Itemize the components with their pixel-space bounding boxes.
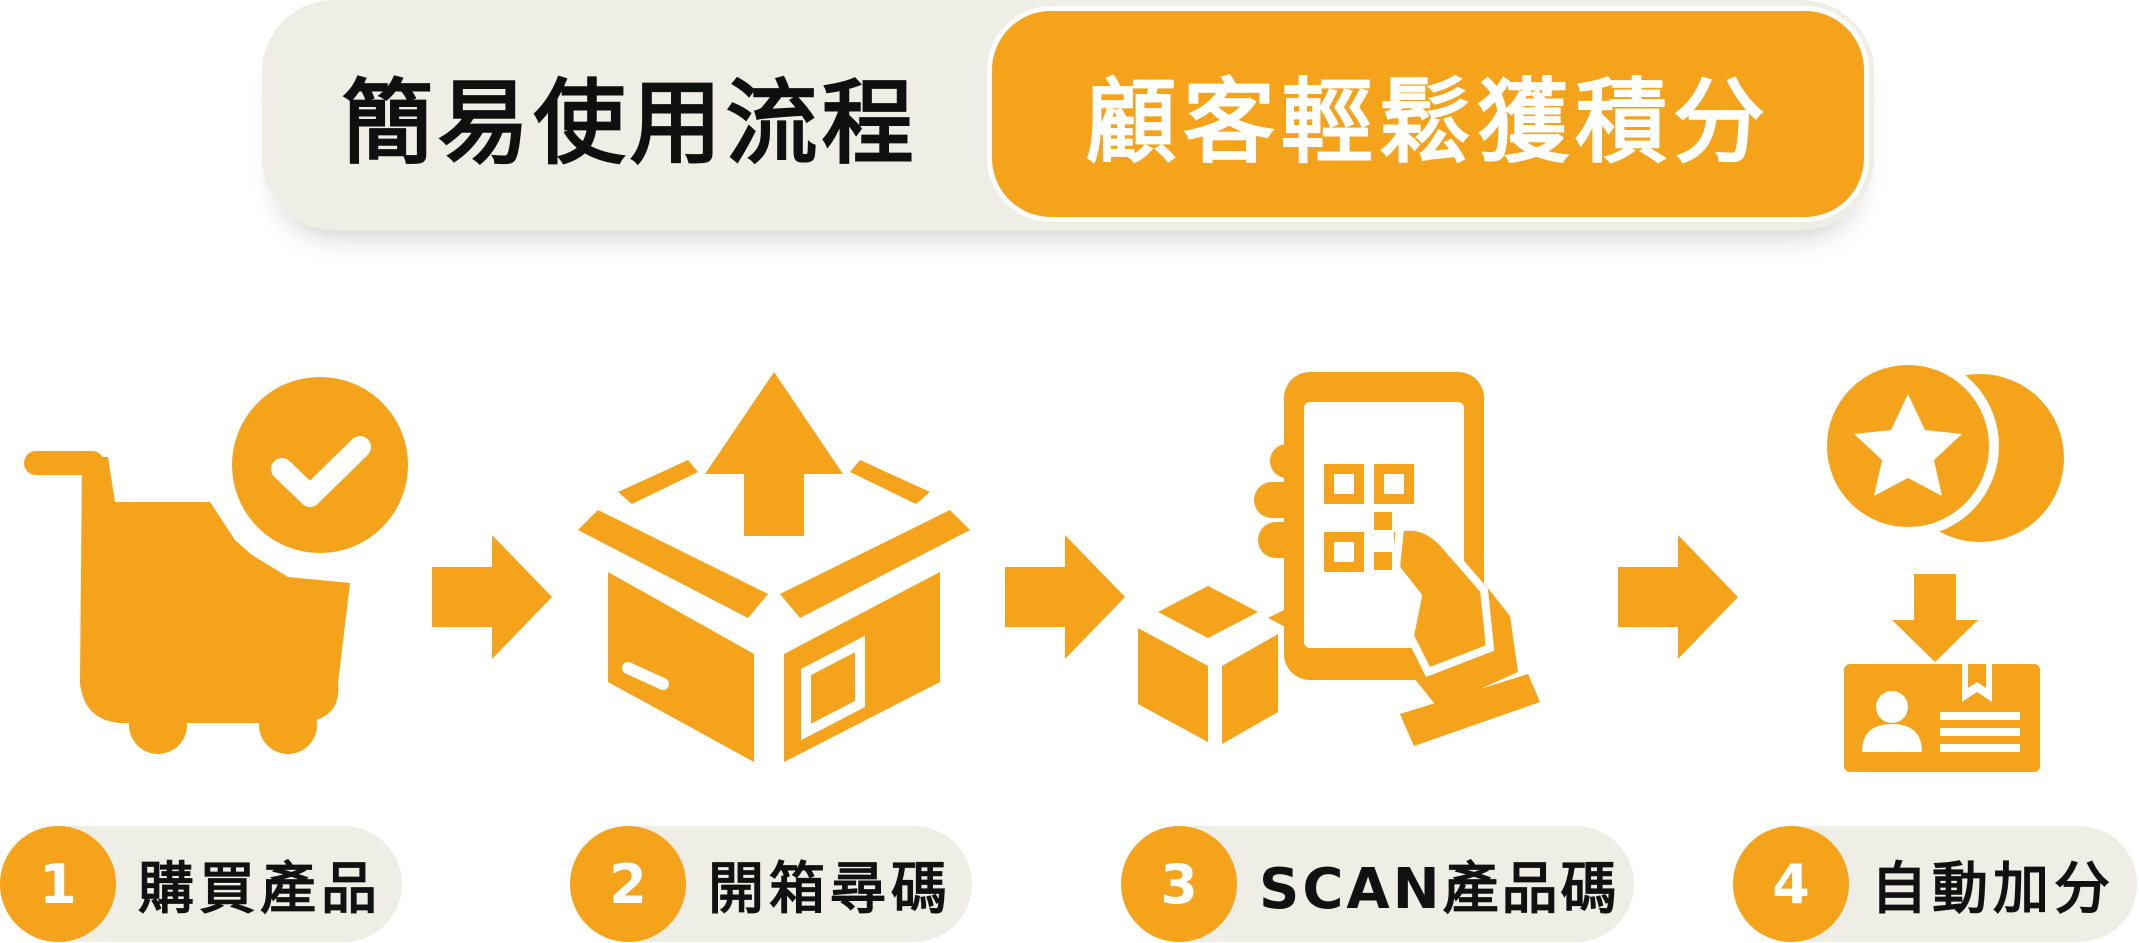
step-1-pill: 1 購買產品 bbox=[0, 826, 402, 942]
customer-points-title: 顧客輕鬆獲積分 bbox=[987, 6, 1869, 222]
step-2-number: 2 bbox=[570, 826, 686, 942]
step-3-number: 3 bbox=[1121, 826, 1237, 942]
step-4-number: 4 bbox=[1733, 826, 1849, 942]
header-banner: 簡易使用流程 顧客輕鬆獲積分 bbox=[262, 0, 1874, 230]
arrow-right-icon bbox=[1618, 535, 1738, 659]
step-1-label: 購買產品 bbox=[138, 856, 382, 922]
arrow-right-icon bbox=[1005, 535, 1125, 659]
shopping-cart-check-icon bbox=[24, 369, 416, 754]
step-4-pill: 4 自動加分 bbox=[1733, 826, 2137, 942]
usage-flow-title: 簡易使用流程 bbox=[341, 69, 918, 177]
step-1-number: 1 bbox=[0, 826, 116, 942]
step-2-pill: 2 開箱尋碼 bbox=[570, 826, 972, 942]
step-4-label: 自動加分 bbox=[1871, 856, 2115, 922]
phone-qr-scan-icon bbox=[1138, 372, 1540, 746]
arrow-right-icon bbox=[432, 535, 552, 659]
step-3-pill: 3 SCAN產品碼 bbox=[1121, 826, 1634, 942]
step-3-label: SCAN產品碼 bbox=[1259, 856, 1620, 922]
step-2-label: 開箱尋碼 bbox=[708, 856, 952, 922]
open-box-arrow-icon bbox=[578, 372, 970, 762]
star-coin-member-card-icon bbox=[1817, 355, 2064, 772]
